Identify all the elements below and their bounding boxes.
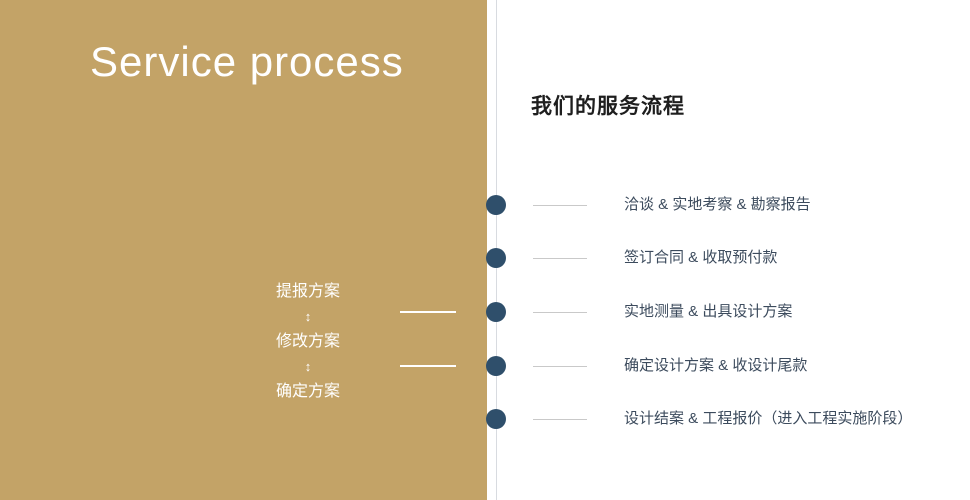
section-title: 我们的服务流程 — [531, 95, 685, 118]
updown-arrow-icon: ↕ — [304, 359, 312, 374]
timeline-dot — [486, 195, 506, 215]
process-step-label: 签订合同 & 收取预付款 — [624, 249, 778, 266]
plan-step-confirm: 确定方案 — [275, 383, 340, 400]
updown-arrow-icon: ↕ — [304, 309, 312, 324]
left-panel: Service process 提报方案 ↕ 修改方案 ↕ 确定方案 — [0, 0, 489, 500]
timeline-dot — [486, 248, 506, 268]
step-tick-line — [533, 205, 587, 206]
plan-step-submit: 提报方案 — [275, 283, 340, 300]
step-tick-line — [533, 366, 587, 367]
page-title: Service process — [90, 38, 404, 85]
process-step-label: 实地测量 & 出具设计方案 — [624, 303, 793, 320]
connector-line — [400, 311, 456, 313]
plan-step-revise: 修改方案 — [275, 333, 340, 350]
timeline-dot — [486, 356, 506, 376]
step-tick-line — [533, 258, 587, 259]
timeline-dot — [486, 302, 506, 322]
step-tick-line — [533, 312, 587, 313]
process-step-label: 设计结案 & 工程报价（进入工程实施阶段） — [624, 410, 913, 427]
timeline-dot — [486, 409, 506, 429]
process-step-label: 洽谈 & 实地考察 & 勘察报告 — [624, 196, 811, 213]
connector-line — [400, 365, 456, 367]
process-step-label: 确定设计方案 & 收设计尾款 — [624, 357, 808, 374]
step-tick-line — [533, 419, 587, 420]
plan-revision-flow: 提报方案 ↕ 修改方案 ↕ 确定方案 — [255, 282, 361, 402]
